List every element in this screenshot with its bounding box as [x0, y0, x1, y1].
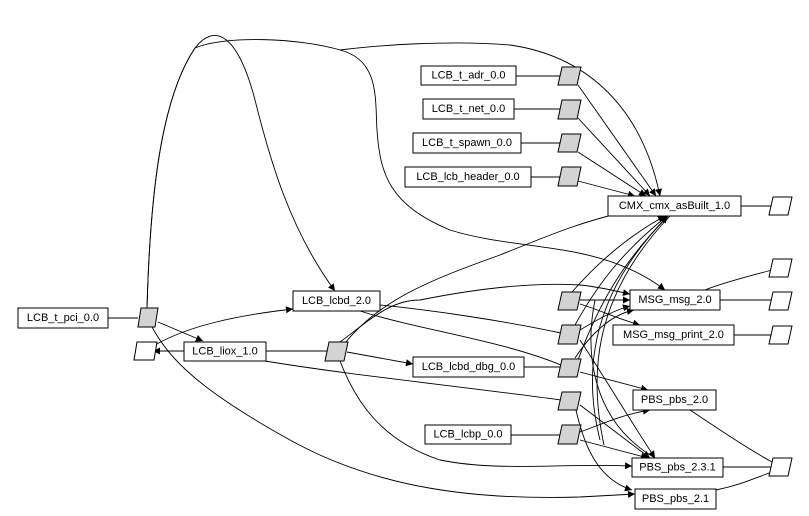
- edge-spawn-to-cmx: [577, 151, 647, 197]
- port-lcbd-dbg[interactable]: [557, 358, 582, 378]
- edge-r2-to-msg: [579, 304, 631, 331]
- port-adr[interactable]: [557, 66, 582, 86]
- ports: [133, 66, 793, 477]
- edge-bundle-to-cmx-2: [596, 215, 671, 446]
- edge-loop-to-msg: [339, 49, 666, 291]
- port-msg-print[interactable]: [768, 325, 793, 345]
- edge-net-to-cmx: [577, 117, 651, 197]
- nodes: LCB_t_pci_0.0 LCB_liox_1.0 LCB_lcbd_2.0 …: [17, 65, 742, 510]
- node-label: LCB_liox_1.0: [192, 346, 257, 358]
- node-label: PBS_pbs_2.1: [642, 493, 709, 505]
- edge-port-to-msg-upper: [339, 283, 631, 343]
- edge-bundle-to-pbs231: [590, 299, 656, 459]
- node-label: PBS_pbs_2.0: [641, 394, 708, 406]
- edge-input-port-to-lcbd: [154, 306, 294, 346]
- edge-lcbd-to-right-port-1: [379, 304, 562, 334]
- edge-msg-to-port-a: [704, 269, 773, 291]
- edge-bundle-to-cmx-1: [591, 215, 669, 441]
- port-pci[interactable]: [137, 307, 159, 328]
- node-lcb-t-adr[interactable]: LCB_t_adr_0.0: [420, 65, 517, 86]
- node-lcb-lcb-header[interactable]: LCB_lcb_header_0.0: [404, 166, 532, 188]
- node-lcb-t-spawn[interactable]: LCB_t_spawn_0.0: [412, 132, 522, 154]
- node-lcb-lcbd[interactable]: LCB_lcbd_2.0: [292, 290, 381, 312]
- port-pbs[interactable]: [768, 457, 793, 477]
- port-liox-input[interactable]: [133, 341, 158, 361]
- port-right-1[interactable]: [557, 291, 582, 311]
- edge-pci-to-lcbd: [146, 35, 336, 309]
- node-label: LCB_lcbd_dbg_0.0: [422, 361, 516, 373]
- node-label: LCB_t_adr_0.0: [432, 70, 506, 82]
- edge-pci-to-cmx-top: [146, 39, 662, 309]
- edge-port-to-pbs231: [339, 360, 633, 470]
- edge-dbg-to-pbs20: [579, 371, 649, 392]
- node-label: LCB_lcbd_2.0: [302, 295, 371, 307]
- port-spawn[interactable]: [557, 133, 582, 153]
- port-msg-a[interactable]: [768, 258, 793, 278]
- node-label: PBS_pbs_2.3.1: [639, 462, 715, 474]
- port-right-2[interactable]: [557, 324, 582, 345]
- edge-r2-to-pbs231: [579, 339, 656, 459]
- node-lcb-t-net[interactable]: LCB_t_net_0.0: [422, 98, 515, 120]
- node-label: LCB_t_pci_0.0: [27, 312, 99, 324]
- node-lcb-lcbp[interactable]: LCB_lcbp_0.0: [424, 424, 512, 445]
- node-label: MSG_msg_print_2.0: [623, 329, 724, 341]
- edge-lcbp-to-pbs231: [579, 439, 649, 460]
- edge-lcbp-to-pbs20: [579, 407, 651, 433]
- node-pbs-2-1[interactable]: PBS_pbs_2.1: [634, 488, 717, 510]
- node-pbs-2-3-1[interactable]: PBS_pbs_2.3.1: [631, 457, 724, 478]
- port-header[interactable]: [557, 166, 582, 187]
- node-label: CMX_cmx_asBuilt_1.0: [619, 200, 730, 212]
- edge-adr-to-cmx: [577, 84, 657, 197]
- edge-pci-to-liox: [157, 321, 204, 342]
- node-label: LCB_t_spawn_0.0: [422, 137, 512, 149]
- edge-pbs21-to-port: [715, 471, 773, 491]
- node-label: LCB_lcb_header_0.0: [416, 171, 519, 183]
- edges: [108, 35, 773, 498]
- port-msg-b[interactable]: [768, 291, 793, 311]
- port-net[interactable]: [557, 99, 582, 120]
- edge-r2-to-cmx: [574, 215, 668, 326]
- edge-r4-to-pbs231: [579, 404, 651, 459]
- node-lcb-liox[interactable]: LCB_liox_1.0: [183, 341, 267, 362]
- edge-port-to-cmx: [344, 210, 626, 344]
- node-label: MSG_msg_2.0: [638, 294, 711, 306]
- edge-pbs20-to-port: [689, 409, 773, 463]
- edge-dbg-to-msg: [574, 308, 635, 359]
- port-liox[interactable]: [324, 341, 349, 362]
- edge-liox-to-right-port: [264, 360, 562, 401]
- node-msg-msg[interactable]: MSG_msg_2.0: [629, 289, 721, 311]
- node-msg-msg-print[interactable]: MSG_msg_print_2.0: [612, 324, 735, 346]
- edge-lcbd-to-right-port-3: [359, 310, 562, 366]
- edge-r1-to-cmx: [571, 215, 666, 293]
- node-label: LCB_t_net_0.0: [432, 103, 505, 115]
- port-lcbp[interactable]: [557, 424, 582, 445]
- edge-r4-to-pbs21: [575, 409, 633, 492]
- port-right-4[interactable]: [557, 391, 582, 411]
- node-lcb-t-pci[interactable]: LCB_t_pci_0.0: [17, 307, 109, 329]
- node-pbs-2-0[interactable]: PBS_pbs_2.0: [632, 389, 717, 411]
- port-cmx[interactable]: [768, 196, 793, 216]
- node-lcb-lcbd-dbg[interactable]: LCB_lcbd_dbg_0.0: [412, 356, 525, 378]
- edge-pci-to-pbs21: [151, 326, 636, 498]
- edge-header-to-cmx: [577, 180, 636, 198]
- node-label: LCB_lcbp_0.0: [433, 429, 502, 441]
- node-cmx-asbuilt[interactable]: CMX_cmx_asBuilt_1.0: [607, 195, 742, 217]
- edge-port-to-lcbd-dbg: [346, 351, 414, 367]
